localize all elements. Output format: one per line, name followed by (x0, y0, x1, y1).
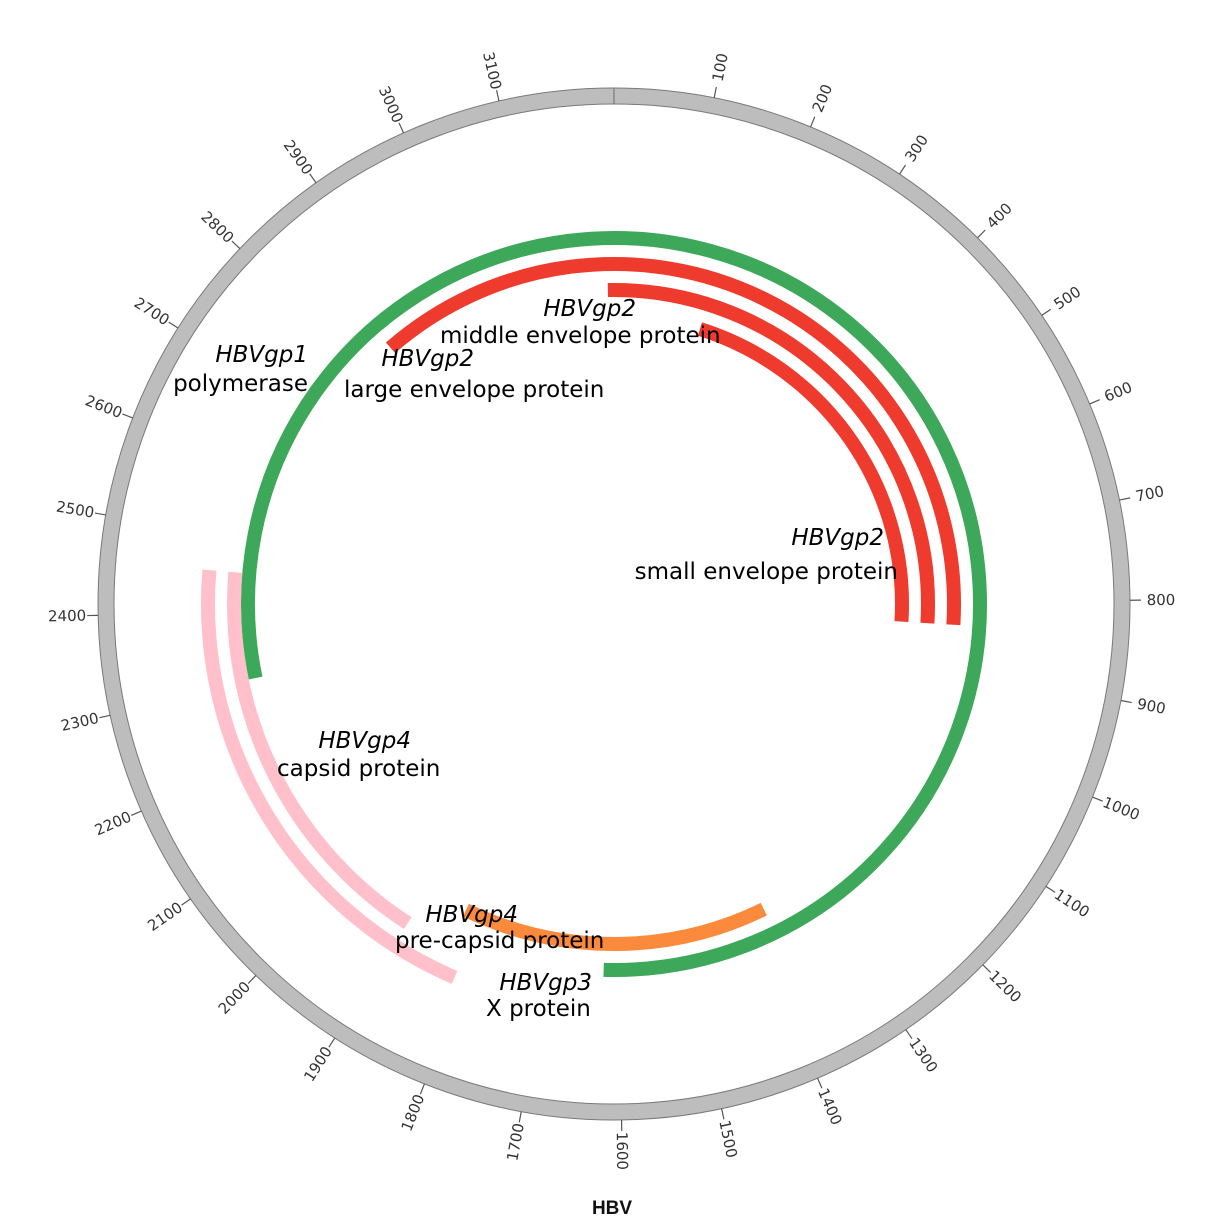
tick-1300 (906, 1030, 912, 1039)
tick-3000 (399, 123, 403, 133)
tick-label-1000: 1000 (1100, 793, 1142, 824)
tick-label-1400: 1400 (814, 1086, 846, 1128)
tick-2000 (248, 975, 256, 983)
label-large-envelope-gene: HBVgp2 (381, 346, 474, 372)
tick-label-3100: 3100 (479, 50, 505, 91)
tick-600 (1090, 400, 1100, 404)
tick-100 (714, 87, 716, 98)
label-small-envelope-product: small envelope protein (635, 559, 898, 585)
label-large-envelope-product: large envelope protein (344, 377, 604, 403)
label-x-protein-gene: HBVgp3 (499, 970, 592, 996)
tick-label-1300: 1300 (905, 1034, 941, 1076)
tick-label-100: 100 (709, 52, 732, 84)
tick-300 (899, 165, 905, 174)
tick-label-1600: 1600 (613, 1132, 632, 1170)
tick-label-800: 800 (1147, 591, 1176, 609)
tick-1500 (722, 1109, 724, 1120)
tick-1800 (420, 1084, 424, 1094)
label-polymerase-gene: HBVgp1 (215, 342, 308, 368)
tick-2600 (122, 414, 132, 418)
label-middle-envelope-product: middle envelope protein (440, 323, 721, 349)
tick-900 (1121, 700, 1132, 702)
label-middle-envelope-gene: HBVgp2 (543, 296, 636, 322)
tick-layer: 100 200 300 400 500 600 700 800 900 1000 1100 1200 1… (48, 50, 1176, 1170)
tick-label-3000: 3000 (375, 83, 407, 125)
tick-2300 (99, 715, 110, 717)
genome-backbone-ring (106, 96, 1122, 1112)
tick-200 (811, 117, 815, 127)
tick-label-200: 200 (809, 82, 837, 115)
tick-400 (978, 230, 986, 238)
tick-1900 (329, 1038, 335, 1047)
tick-label-1800: 1800 (398, 1092, 429, 1134)
tick-label-2100: 2100 (144, 898, 186, 935)
tick-label-2200: 2200 (92, 808, 134, 840)
tick-1400 (818, 1078, 822, 1088)
tick-label-900: 900 (1136, 695, 1168, 718)
tick-label-300: 300 (901, 131, 932, 165)
label-pre-capsid-gene: HBVgp4 (425, 902, 518, 928)
tick-label-2700: 2700 (131, 294, 173, 330)
tick-label-500: 500 (1051, 283, 1085, 314)
label-small-envelope-gene: HBVgp2 (791, 525, 884, 551)
tick-label-1500: 1500 (715, 1118, 741, 1159)
tick-label-2400: 2400 (48, 607, 87, 626)
tick-500 (1042, 309, 1051, 315)
tick-label-400: 400 (983, 199, 1016, 232)
label-layer: HBVgp1 polymerase HBVgp2 large envelope … (173, 296, 898, 1022)
tick-label-700: 700 (1134, 482, 1166, 505)
tick-1100 (1046, 886, 1055, 892)
label-capsid-product: capsid protein (277, 756, 440, 782)
tick-label-1700: 1700 (503, 1122, 528, 1163)
tick-label-2300: 2300 (59, 709, 100, 735)
tick-700 (1119, 498, 1130, 500)
plot-title: HBV (592, 1198, 632, 1219)
tick-1700 (519, 1112, 521, 1123)
tick-label-2800: 2800 (197, 208, 237, 247)
label-x-protein-product: X protein (486, 996, 591, 1022)
genome-backbone-inner-edge (114, 104, 1114, 1104)
tick-label-1100: 1100 (1051, 885, 1093, 921)
tick-1000 (1093, 797, 1103, 801)
tick-2800 (232, 241, 240, 249)
tick-2200 (131, 811, 141, 815)
tick-label-600: 600 (1102, 378, 1135, 406)
tick-2700 (169, 322, 178, 328)
tick-2900 (310, 174, 316, 183)
tick-label-2900: 2900 (280, 137, 317, 179)
label-capsid-gene: HBVgp4 (318, 728, 411, 754)
tick-2500 (95, 513, 106, 515)
tick-label-2000: 2000 (215, 978, 254, 1018)
tick-label-2600: 2600 (83, 391, 125, 422)
tick-label-1900: 1900 (300, 1043, 336, 1085)
label-pre-capsid-product: pre-capsid protein (395, 928, 604, 954)
tick-label-2500: 2500 (55, 497, 96, 521)
tick-1200 (983, 965, 991, 973)
label-polymerase-product: polymerase (173, 371, 308, 397)
tick-3100 (497, 90, 499, 101)
tick-label-1200: 1200 (985, 967, 1025, 1007)
tick-2100 (182, 899, 191, 905)
